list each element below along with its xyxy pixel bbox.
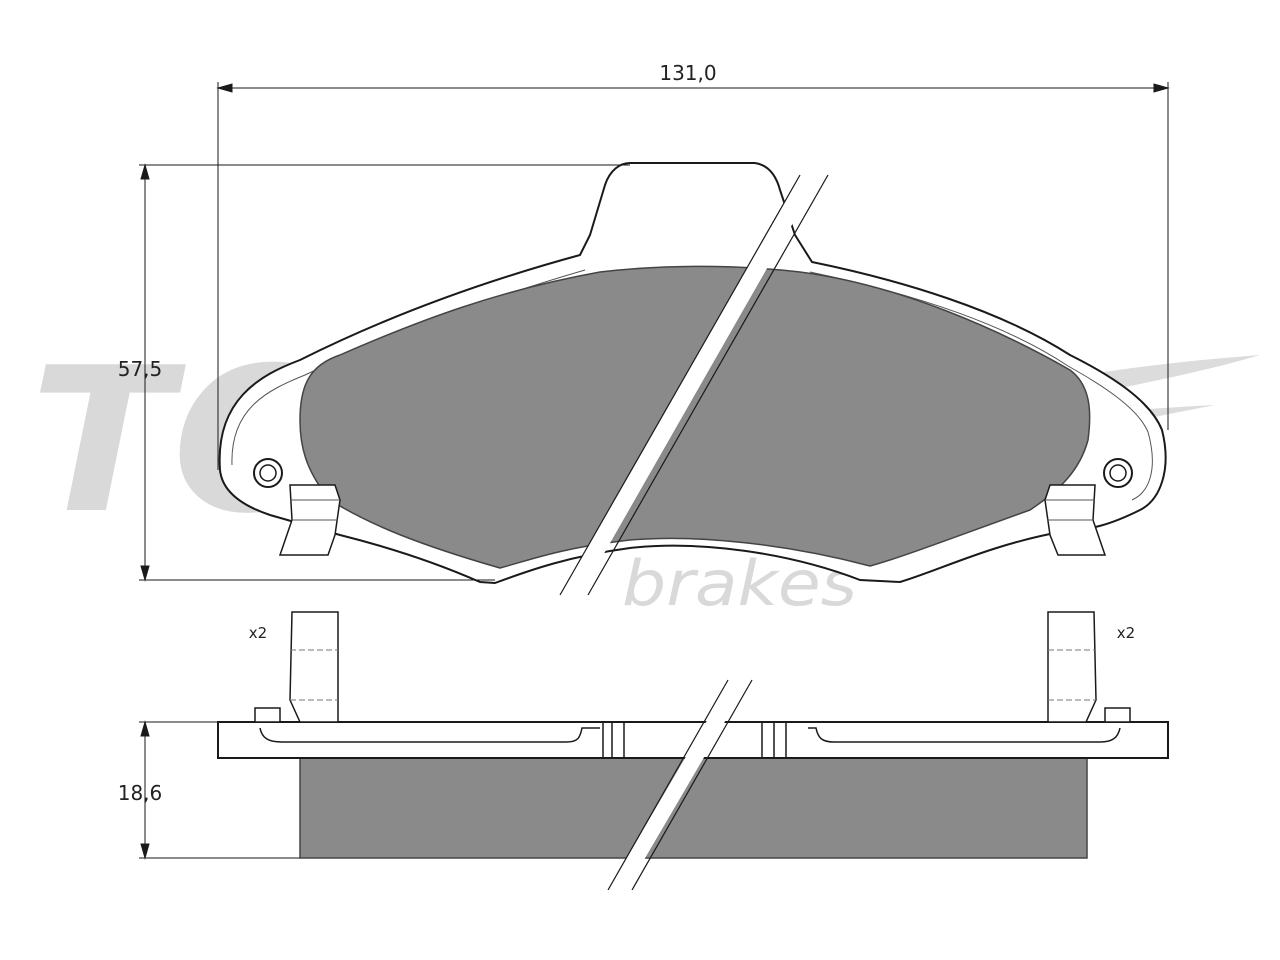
friction-lining-top [299,265,1091,569]
pad-side-view [217,611,1169,859]
left-mounting-hole-inner [259,464,277,482]
dimension-thickness [139,720,300,860]
right-clip-side-view [1047,611,1097,723]
thickness-dimension-label: 18,6 [118,781,163,805]
height-dimension-label: 57,5 [118,357,163,381]
left-clip-detail [290,499,340,521]
right-mounting-hole-inner [1109,464,1127,482]
left-clip-tab [254,707,281,723]
right-clip-quantity: x2 [1117,624,1135,642]
width-dimension-label: 131,0 [659,61,716,85]
backing-plate-slots [602,722,787,758]
break-line-edges [559,174,829,596]
right-clip-detail [1045,499,1095,521]
dimension-height [139,163,630,582]
break-line-edges-side [607,679,753,891]
left-clip-side-detail [290,649,338,701]
break-lines [562,170,818,600]
left-clip-quantity: x2 [249,624,267,642]
right-clip-tab [1104,707,1131,723]
backing-plate-side-groove [259,727,1121,743]
dimension-width [216,82,1170,470]
break-lines-side [613,675,747,890]
left-clip-side-view [289,611,339,723]
right-clip-side-detail [1048,649,1096,701]
backing-plate-side [217,721,1169,759]
